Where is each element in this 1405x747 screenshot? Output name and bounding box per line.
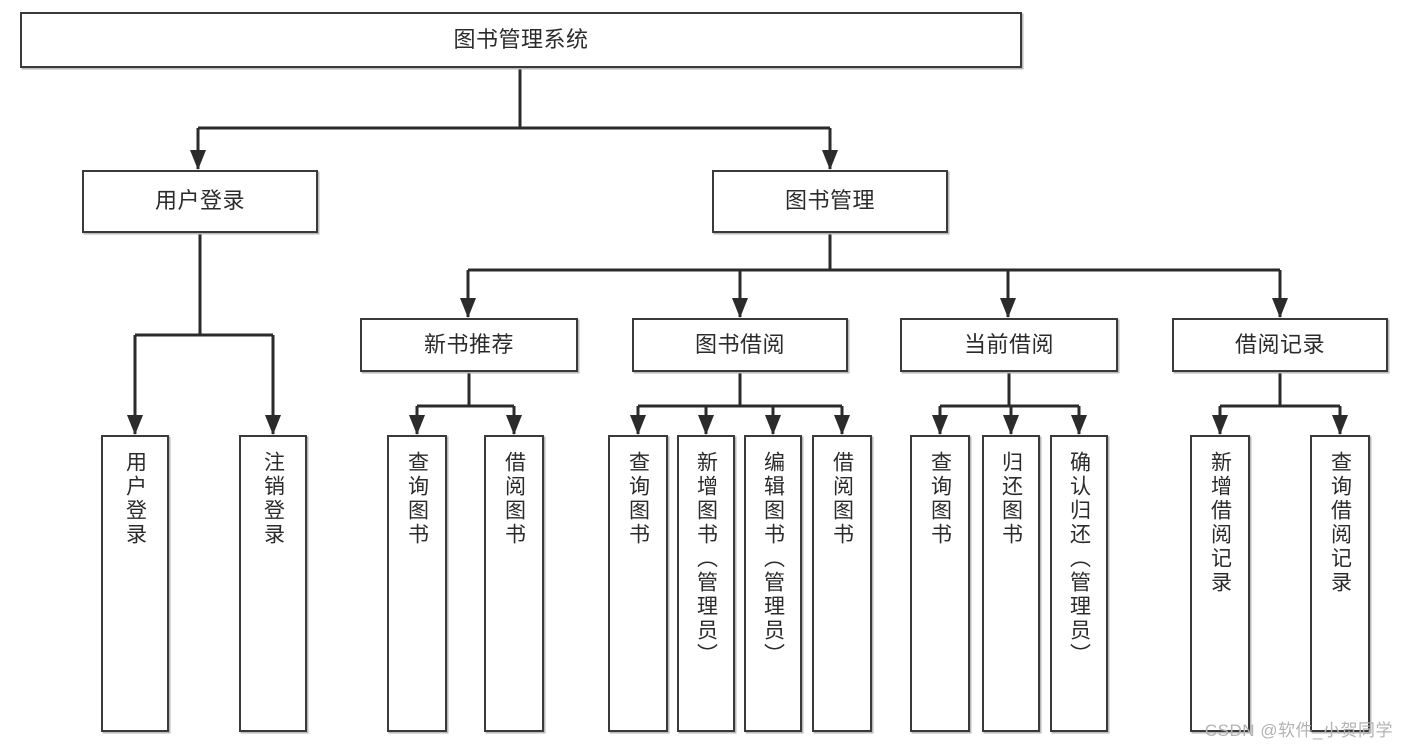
node-leaf-borrow-book-2[interactable]: 借阅图书 [812, 435, 872, 732]
edge-book_borrow-arrowhead-0 [630, 415, 646, 435]
node-label: 借阅记录 [1234, 331, 1325, 357]
edge-new_book_rec-arrowhead-0 [409, 415, 425, 435]
node-leaf-user-login[interactable]: 用户登录 [101, 435, 169, 732]
node-leaf-query-book-1[interactable]: 查询图书 [387, 435, 447, 732]
edge-borrow_record-arrowhead-0 [1212, 415, 1228, 435]
edge-book_manage-arrowhead-1 [732, 298, 748, 318]
node-current-borrow[interactable]: 当前借阅 [900, 318, 1118, 372]
node-label: 借阅图书 [502, 451, 526, 547]
edge-root-arrowhead-0 [190, 150, 206, 170]
edge-book_borrow-arrowhead-2 [765, 415, 781, 435]
edge-root-arrowhead-1 [822, 150, 838, 170]
edge-book_borrow-arrowhead-1 [698, 415, 714, 435]
edge-book_manage-arrowhead-0 [460, 298, 476, 318]
node-label: 新增借阅记录 [1208, 451, 1232, 595]
node-label: 查询图书 [405, 451, 429, 547]
edge-book_borrow-arrowhead-3 [834, 415, 850, 435]
node-leaf-query-book-3[interactable]: 查询图书 [910, 435, 970, 732]
node-leaf-confirm-return[interactable]: 确认归还（管理员） [1050, 435, 1108, 732]
edge-current_borrow-arrowhead-1 [1003, 415, 1019, 435]
node-label: 当前借阅 [963, 331, 1054, 357]
node-leaf-borrow-book-1[interactable]: 借阅图书 [484, 435, 544, 732]
node-label: 新书推荐 [423, 331, 514, 357]
node-user-login[interactable]: 用户登录 [82, 170, 318, 233]
node-leaf-edit-book[interactable]: 编辑图书（管理员） [744, 435, 802, 732]
node-leaf-return-book[interactable]: 归还图书 [982, 435, 1040, 732]
node-leaf-add-book[interactable]: 新增图书（管理员） [677, 435, 735, 732]
edge-borrow_record-arrowhead-1 [1332, 415, 1348, 435]
node-leaf-add-record[interactable]: 新增借阅记录 [1190, 435, 1250, 732]
node-leaf-query-book-2[interactable]: 查询图书 [608, 435, 668, 732]
edge-user_login-arrowhead-1 [265, 415, 281, 435]
node-leaf-query-record[interactable]: 查询借阅记录 [1310, 435, 1370, 732]
edge-book_manage-arrowhead-2 [1000, 298, 1016, 318]
edge-book_manage-arrowhead-3 [1272, 298, 1288, 318]
node-book-borrow[interactable]: 图书借阅 [632, 318, 848, 372]
node-label: 查询图书 [626, 451, 650, 547]
node-borrow-record[interactable]: 借阅记录 [1172, 318, 1388, 372]
node-label: 查询借阅记录 [1328, 451, 1352, 595]
node-label: 注销登录 [261, 451, 285, 547]
node-label: 确认归还（管理员） [1067, 451, 1091, 667]
node-label: 编辑图书（管理员） [761, 451, 785, 667]
node-new-book-rec[interactable]: 新书推荐 [360, 318, 578, 372]
node-label: 用户登录 [123, 451, 147, 547]
edge-user_login-arrowhead-0 [127, 415, 143, 435]
node-label: 新增图书（管理员） [694, 451, 718, 667]
node-label: 图书管理 [784, 188, 875, 214]
node-label: 查询图书 [928, 451, 952, 547]
node-label: 归还图书 [999, 451, 1023, 547]
edge-current_borrow-arrowhead-2 [1071, 415, 1087, 435]
node-label: 图书借阅 [694, 331, 785, 357]
edge-current_borrow-arrowhead-0 [932, 415, 948, 435]
edge-new_book_rec-arrowhead-1 [506, 415, 522, 435]
node-leaf-logout[interactable]: 注销登录 [239, 435, 307, 732]
node-label: 图书管理系统 [453, 26, 589, 52]
node-label: 借阅图书 [830, 451, 854, 547]
node-root[interactable]: 图书管理系统 [20, 12, 1022, 68]
node-book-manage[interactable]: 图书管理 [712, 170, 948, 233]
node-label: 用户登录 [154, 188, 245, 214]
